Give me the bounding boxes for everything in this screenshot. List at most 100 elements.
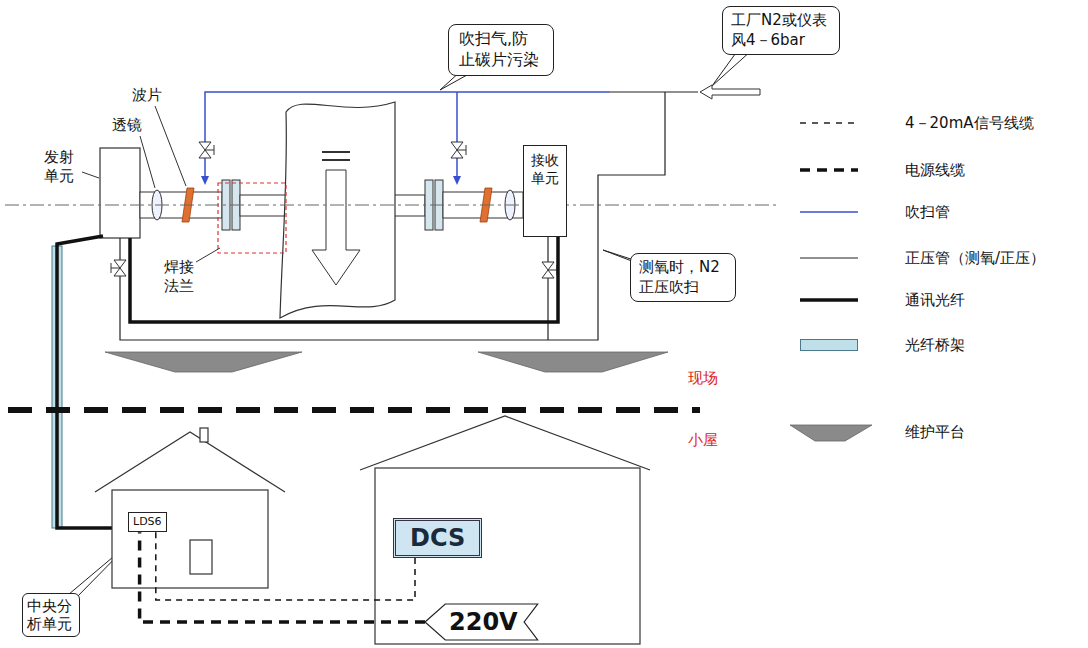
pressure-pipe: [547, 278, 548, 340]
valve-symbol: [114, 260, 126, 268]
flue-duct: [280, 102, 395, 318]
analyzer-house: [95, 428, 285, 588]
maintenance-platform: [478, 352, 668, 372]
legend-text: 吹扫管: [905, 203, 950, 222]
part-label: 透镜: [112, 116, 142, 135]
node-text: DCS: [410, 524, 465, 552]
maintenance-platform: [105, 352, 302, 372]
purge-arrowhead: [201, 176, 461, 185]
center-line: [5, 205, 780, 206]
weld-flange-marker: [218, 183, 286, 253]
leader-line: [196, 248, 220, 262]
valve-symbol: [205, 150, 214, 151]
part-label: 小屋: [688, 431, 718, 450]
valve-symbol: [111, 268, 120, 269]
site-boundary: [8, 407, 700, 413]
valve-symbol: [199, 142, 211, 150]
part-label: 发射单元: [44, 148, 76, 186]
part-label: 现场: [688, 369, 718, 388]
gas-inlet-arrow: [700, 85, 760, 99]
legend-text: 光纤桥架: [905, 336, 965, 355]
legend-sample: [790, 425, 872, 441]
flue-duct: [322, 159, 350, 161]
power-cable: [140, 532, 425, 622]
part-label: 波片: [132, 86, 162, 105]
valve-symbol: [457, 150, 466, 151]
valve-symbol: [199, 150, 211, 158]
analyzer-box: LDS6: [128, 512, 167, 532]
legend-sample: [800, 122, 858, 124]
valve-symbol: [548, 270, 557, 271]
weld-flange-marker: [218, 183, 286, 253]
valve-symbol: [114, 268, 126, 276]
node-text: LDS6: [133, 515, 162, 529]
part-label: 焊接法兰: [164, 258, 196, 296]
purge-pipe: [204, 158, 206, 178]
control-house: [360, 416, 650, 644]
purge-pipe: [456, 158, 458, 178]
legend-text: 4－20mA信号线缆: [905, 114, 1034, 133]
legend-swatch: [800, 339, 858, 351]
tag-outline: [425, 604, 538, 640]
legend-sample: [800, 168, 858, 172]
pressure-pipe: [547, 237, 548, 262]
receiver-unit: 接收单元: [523, 145, 567, 237]
signal-cable: [156, 532, 415, 600]
leader-line: [82, 172, 99, 178]
callout-box: 工厂N2或仪表风4－6bar: [722, 6, 840, 55]
pressure-pipe: [120, 92, 698, 340]
legend-sample: [800, 211, 858, 213]
analyzer-house: [190, 540, 212, 574]
control-house: [375, 468, 640, 644]
analyzer-house: [95, 432, 285, 492]
purge-arrowhead: [201, 176, 209, 185]
emitter-unit: [100, 148, 140, 238]
callout-pointer: [62, 50, 752, 600]
node-text: 220V: [449, 607, 518, 637]
purge-arrowhead: [453, 176, 461, 185]
analyzer-house: [200, 428, 208, 442]
legend-sample: [790, 123, 872, 441]
valve-symbol: [466, 145, 467, 155]
callout-box: 吹扫气,防止碳片污染: [448, 24, 554, 76]
flue-duct: [312, 170, 360, 285]
gas-inlet-arrow: [700, 85, 760, 99]
node-text: 吹扫气,防止碳片污染: [459, 29, 543, 71]
fiber-cable: [57, 236, 128, 528]
leader-line: [140, 136, 155, 188]
node-text: 中央分析单元: [27, 597, 75, 633]
legend-sample: [800, 257, 858, 258]
site-boundary: [8, 410, 700, 411]
valve-symbol: [542, 270, 554, 278]
pressure-pipe: [120, 92, 665, 340]
power-tag: 220V: [425, 604, 538, 640]
flue-duct: [280, 102, 395, 318]
fiber-cable: [130, 237, 558, 322]
node-text: 测氧时，N2正压吹扫: [639, 258, 727, 297]
analyzer-house: [112, 490, 268, 588]
legend-text: 正压管（测氧/正压）: [905, 249, 1045, 268]
legend-text: 电源线缆: [905, 161, 965, 180]
control-house: [360, 416, 650, 470]
maintenance-platform: [105, 352, 668, 372]
purge-pipe: [456, 92, 458, 142]
legend-text: 维护平台: [905, 423, 965, 442]
valve-symbol: [451, 150, 463, 158]
callout-box: 测氧时，N2正压吹扫: [630, 253, 736, 302]
node-text: 工厂N2或仪表风4－6bar: [731, 11, 831, 50]
valve-symbol: [451, 142, 463, 150]
purge-pipe: [205, 92, 610, 142]
legend-sample: [800, 298, 858, 302]
valve-symbol: [214, 145, 215, 155]
center-line: [5, 205, 780, 206]
dcs-box: DCS: [393, 518, 482, 558]
valve-symbol: [542, 262, 554, 270]
pressure-pipe: [119, 238, 120, 260]
flue-duct: [322, 151, 350, 153]
emitter-unit: [100, 148, 140, 238]
callout-box: 中央分析单元: [22, 593, 80, 637]
legend-text: 通讯光纤: [905, 291, 965, 310]
callout-pointer: [712, 50, 752, 86]
